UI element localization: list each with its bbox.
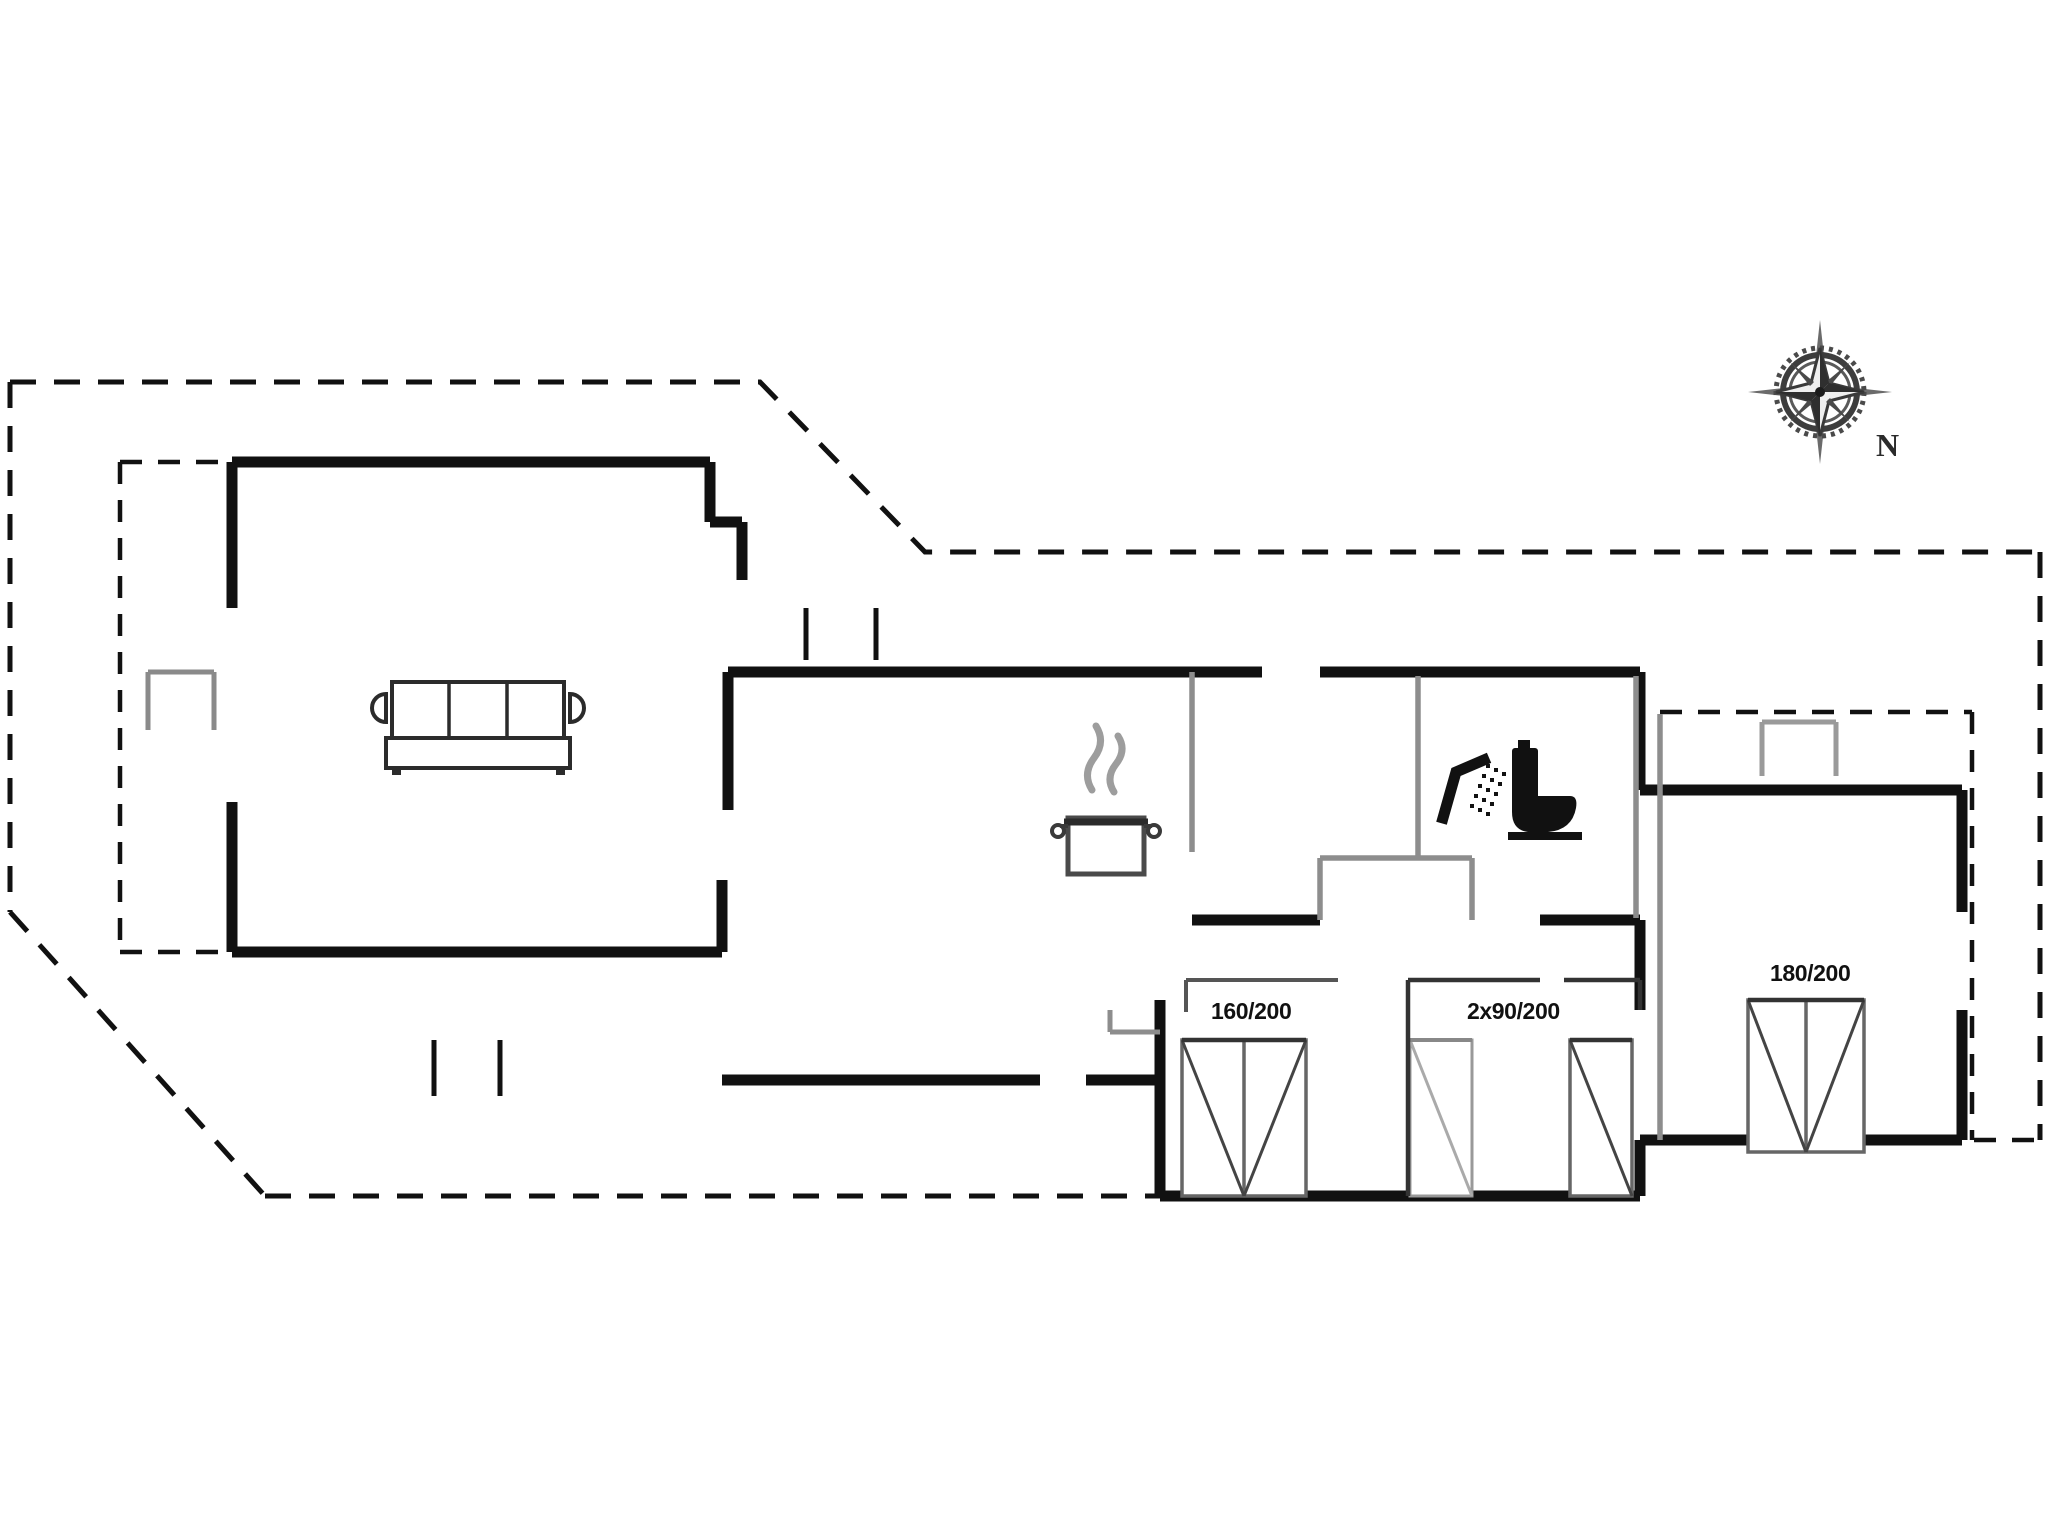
bed-double-180	[1746, 997, 1866, 1154]
interior-walls	[1189, 672, 1663, 1140]
bed1-rail	[1184, 978, 1338, 1012]
bed2-rail	[1405, 977, 1540, 1196]
cooking-pot-icon	[1050, 722, 1162, 877]
exterior-walls	[226, 456, 1968, 1202]
sofa-icon	[370, 680, 586, 775]
compass-rose-icon	[1748, 320, 1892, 464]
terrace-left-dashed	[117, 459, 246, 955]
bed-dimension-label-160: 160/200	[1209, 998, 1294, 1024]
terrace-table-left	[145, 669, 217, 730]
shower-icon	[1436, 752, 1506, 825]
compass-north-label: N	[1876, 427, 1900, 463]
bed-single-90-a	[1408, 1038, 1474, 1198]
bed3-rail	[1564, 977, 1643, 1010]
bed-dimension-label-180: 180/200	[1768, 960, 1853, 986]
bed-dimension-label-2x90: 2x90/200	[1465, 998, 1562, 1024]
terrace-table-right	[1759, 719, 1839, 776]
toilet-icon	[1508, 740, 1582, 840]
bed-single-90-b	[1568, 1037, 1634, 1198]
window-marks	[431, 608, 879, 1096]
door-openings	[1107, 1010, 1160, 1035]
bed-double-160	[1180, 1037, 1308, 1198]
plot-boundary-dashed	[7, 379, 2043, 1199]
